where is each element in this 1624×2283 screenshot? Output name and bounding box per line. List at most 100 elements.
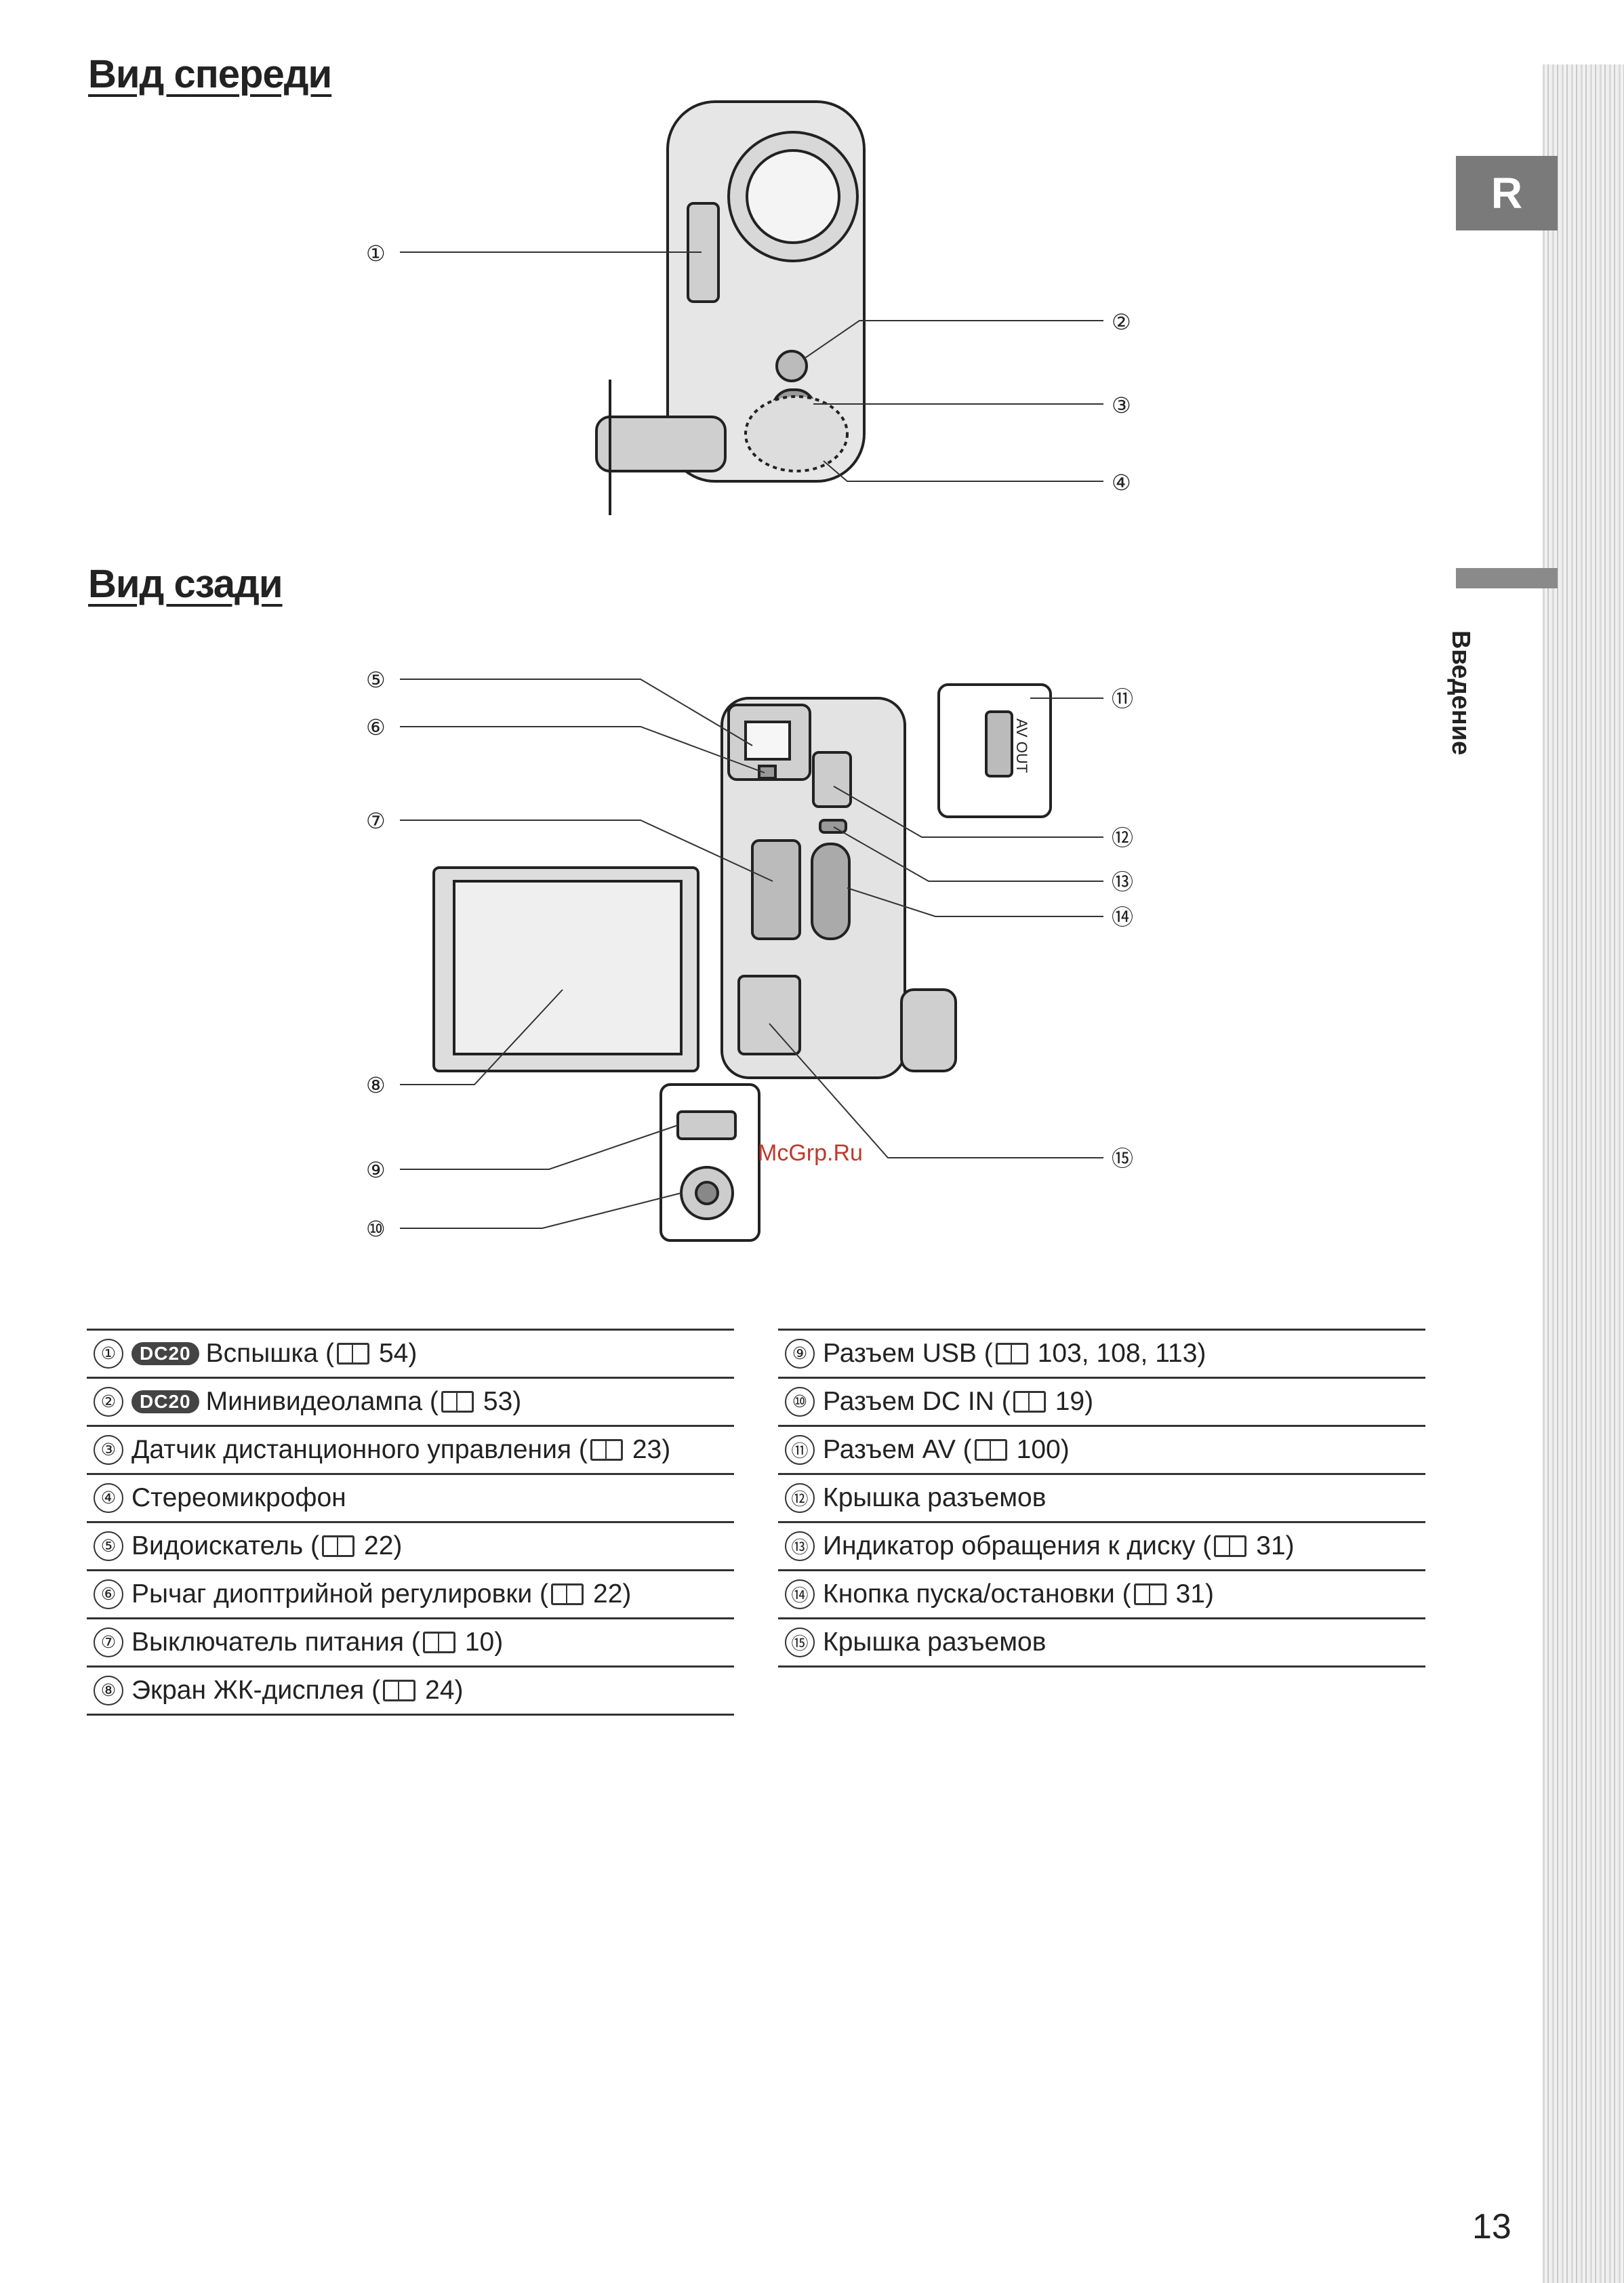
- book-icon: [422, 1632, 455, 1653]
- page-reference: 54): [378, 1339, 418, 1368]
- connector-cover-12: [812, 751, 852, 808]
- part-number: ⑥: [94, 1579, 123, 1609]
- leader-line-5: [400, 679, 753, 746]
- section-marker: [1456, 568, 1558, 588]
- part-label: Минивидеолампа (: [205, 1387, 439, 1416]
- model-badge: DC20: [131, 1342, 199, 1365]
- part-row: ⑩ Разъем DC IN ( 19): [778, 1377, 1425, 1425]
- hand-strap: [595, 416, 727, 472]
- part-label: Крышка разъемов: [823, 1628, 1047, 1657]
- part-row: ⑧ Экран ЖК-дисплея ( 24): [87, 1665, 734, 1716]
- callout-15: ⑮: [1112, 1146, 1133, 1171]
- av-out-label: AV OUT: [1013, 719, 1030, 773]
- part-number: ⑭: [785, 1579, 815, 1609]
- part-label: Кнопка пуска/остановки (: [823, 1579, 1131, 1609]
- part-number: ⑮: [785, 1628, 815, 1657]
- callout-2: ②: [1112, 309, 1131, 335]
- part-label: Стереомикрофон: [131, 1483, 346, 1512]
- video-light: [775, 350, 808, 382]
- page-reference: 31): [1175, 1579, 1214, 1609]
- part-number: ②: [94, 1387, 123, 1417]
- part-label: Индикатор обращения к диску (: [823, 1531, 1212, 1560]
- callout-14: ⑭: [1112, 904, 1133, 930]
- page-reference: 24): [425, 1676, 464, 1705]
- watermark: McGrp.Ru: [758, 1140, 863, 1166]
- part-row: ④ Стереомикрофон: [87, 1473, 734, 1521]
- part-label: Разъем AV (: [823, 1435, 972, 1464]
- callout-11: ⑪: [1112, 686, 1133, 712]
- part-number: ⑬: [785, 1531, 815, 1561]
- page-reference: 22): [593, 1579, 632, 1609]
- part-label: Датчик дистанционного управления (: [131, 1435, 588, 1464]
- part-number: ③: [94, 1435, 123, 1465]
- page-reference: 10): [464, 1628, 504, 1657]
- part-label: Рычаг диоптрийной регулировки (: [131, 1579, 548, 1609]
- part-row: ⑮ Крышка разъемов: [778, 1617, 1425, 1668]
- lens-glass: [746, 149, 840, 244]
- part-label: Вспышка (: [205, 1339, 334, 1368]
- leader-line-9: [400, 1125, 678, 1170]
- book-icon: [383, 1680, 416, 1701]
- part-row: ⑭ Кнопка пуска/остановки ( 31): [778, 1569, 1425, 1617]
- leader-line-4: [823, 460, 1103, 482]
- language-tab: R: [1456, 156, 1558, 230]
- leader-line-10: [400, 1192, 682, 1229]
- book-icon: [322, 1535, 354, 1557]
- callout-6: ⑥: [366, 714, 386, 740]
- lcd-screen: [453, 880, 683, 1055]
- page-edge-bar: [1543, 64, 1624, 2283]
- callout-3: ③: [1112, 392, 1131, 418]
- part-row: ⑫ Крышка разъемов: [778, 1473, 1425, 1521]
- section-label: Введение: [1446, 630, 1475, 756]
- part-number: ④: [94, 1483, 123, 1513]
- page-reference: 53): [483, 1387, 522, 1416]
- leader-line-8: [400, 989, 563, 1085]
- rear-hand-strap: [900, 988, 957, 1072]
- callout-10: ⑩: [366, 1216, 386, 1242]
- leader-line-12: [833, 786, 1103, 838]
- start-stop-button: [811, 843, 851, 940]
- leader-line-14: [847, 887, 1103, 917]
- part-row: ① DC20 Вспышка ( 54): [87, 1329, 734, 1377]
- part-label: Крышка разъемов: [823, 1483, 1047, 1512]
- callout-13: ⑬: [1112, 869, 1133, 895]
- front-view-heading: Вид спереди: [88, 52, 332, 96]
- callout-9: ⑨: [366, 1157, 386, 1183]
- leader-line-2: [803, 320, 1103, 360]
- book-icon: [974, 1439, 1007, 1461]
- page-number: 13: [1472, 2207, 1511, 2246]
- book-icon: [590, 1439, 623, 1461]
- access-indicator: [819, 819, 847, 834]
- part-row: ⑥ Рычаг диоптрийной регулировки ( 22): [87, 1569, 734, 1617]
- camcorder-front-figure: ① ② ③ ④: [366, 100, 1131, 515]
- leader-line-6: [400, 726, 765, 773]
- page-reference: 103, 108, 113): [1037, 1339, 1206, 1368]
- power-switch: [751, 839, 801, 940]
- part-number: ①: [94, 1339, 123, 1369]
- callout-8: ⑧: [366, 1072, 386, 1098]
- book-icon: [551, 1583, 584, 1605]
- camcorder-rear-figure: AV OUT ⑤ ⑥ ⑦ ⑧ ⑨ ⑩ ⑪ ⑫ ⑬ ⑭ ⑮: [366, 667, 1133, 1242]
- part-number: ⑧: [94, 1676, 123, 1705]
- part-number: ⑫: [785, 1483, 815, 1513]
- av-out-jack: [985, 710, 1013, 777]
- callout-7: ⑦: [366, 808, 386, 834]
- page-reference: 22): [364, 1531, 403, 1560]
- page-reference: 100): [1016, 1435, 1070, 1464]
- part-label: Разъем DC IN (: [823, 1387, 1011, 1416]
- leader-line-15: [769, 1023, 1103, 1158]
- page-reference: 19): [1055, 1387, 1094, 1416]
- part-number: ⑩: [785, 1387, 815, 1417]
- leader-line-7: [400, 820, 773, 882]
- part-label: Экран ЖК-дисплея (: [131, 1676, 381, 1705]
- callout-1: ①: [366, 241, 386, 266]
